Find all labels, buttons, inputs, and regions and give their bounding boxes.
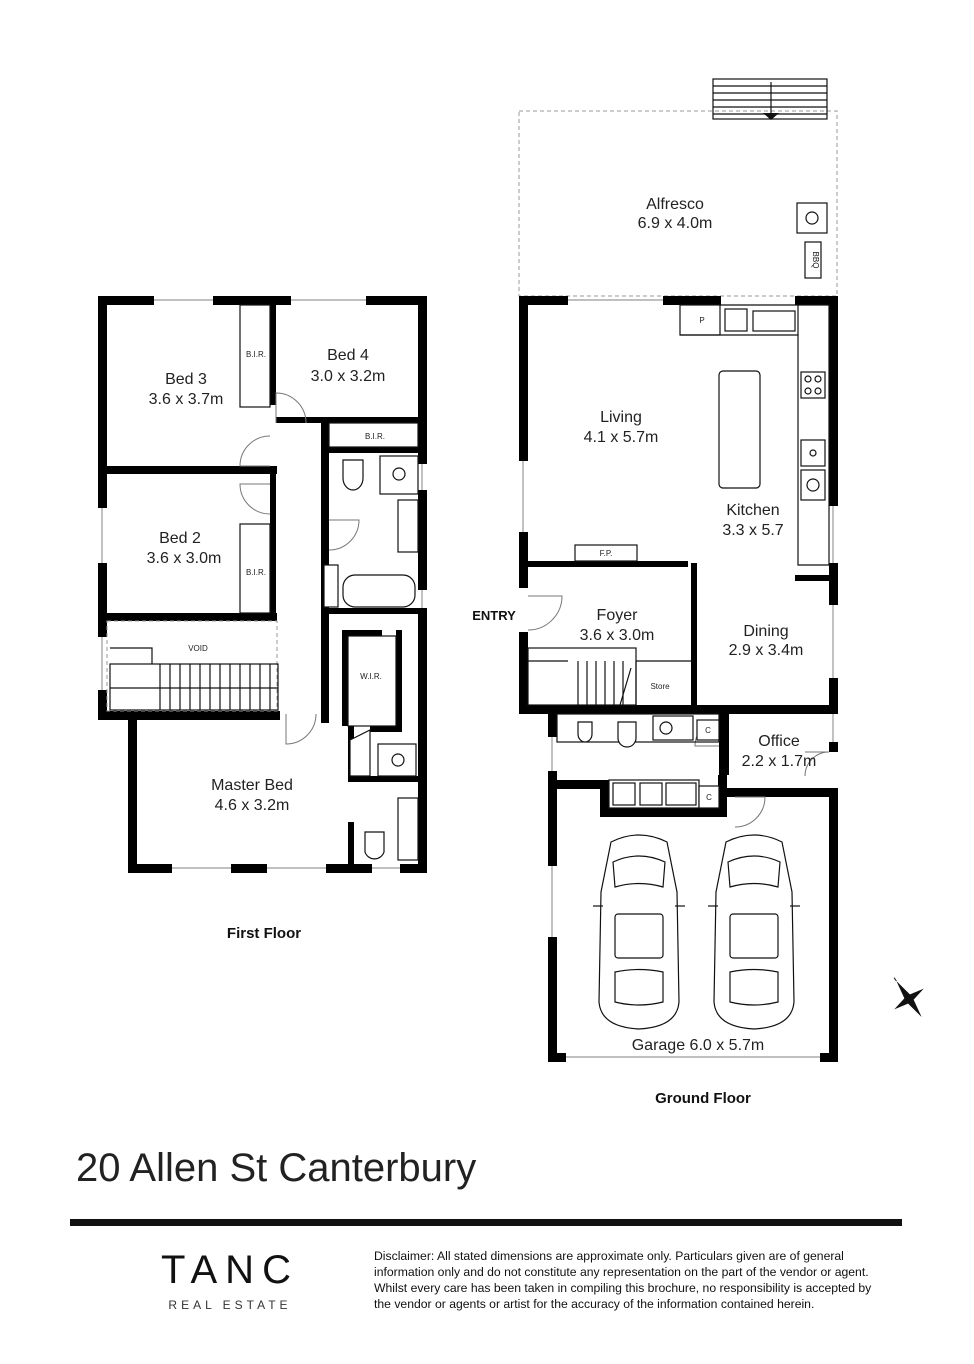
kitchen-name: Kitchen bbox=[726, 502, 779, 519]
master-bed-name: Master Bed bbox=[211, 777, 293, 794]
property-address: 20 Allen St Canterbury bbox=[76, 1146, 477, 1190]
pantry-label: P bbox=[699, 316, 704, 325]
disclaimer-text: Disclaimer: All stated dimensions are ap… bbox=[374, 1249, 872, 1311]
first-floor-title: First Floor bbox=[227, 925, 301, 942]
logo-tagline: REAL ESTATE bbox=[168, 1298, 292, 1312]
wir-label: W.I.R. bbox=[360, 672, 382, 681]
office-name: Office bbox=[758, 733, 800, 750]
fireplace-label: F.P. bbox=[600, 549, 613, 558]
bed3-name: Bed 3 bbox=[165, 371, 207, 388]
bed2-name: Bed 2 bbox=[159, 530, 201, 547]
living-size: 4.1 x 5.7m bbox=[584, 429, 659, 446]
kitchen-size: 3.3 x 5.7 bbox=[722, 522, 783, 539]
garage-cars bbox=[593, 834, 800, 1030]
bed4-name: Bed 4 bbox=[327, 347, 369, 364]
bir-label-bed2: B.I.R. bbox=[246, 568, 266, 577]
ground-floor-title: Ground Floor bbox=[655, 1090, 751, 1107]
garage-label: Garage 6.0 x 5.7m bbox=[632, 1037, 765, 1054]
alfresco-name: Alfresco bbox=[646, 196, 704, 213]
bed2-size: 3.6 x 3.0m bbox=[147, 550, 222, 567]
floor-plan-drawing: Bed 3 3.6 x 3.7m Bed 4 3.0 x 3.2m Bed 2 … bbox=[98, 78, 924, 1107]
bed3-size: 3.6 x 3.7m bbox=[149, 391, 224, 408]
logo-wordmark: TANC bbox=[161, 1248, 299, 1292]
cupboard-label-1: C bbox=[705, 726, 711, 735]
dining-name: Dining bbox=[743, 623, 788, 640]
bed4-size: 3.0 x 3.2m bbox=[311, 368, 386, 385]
bbq-label: BBQ bbox=[811, 252, 820, 269]
agency-logo: TANC REAL ESTATE bbox=[150, 1248, 310, 1312]
bir-label-bed3: B.I.R. bbox=[246, 350, 266, 359]
void-label: VOID bbox=[188, 644, 208, 653]
divider bbox=[70, 1219, 902, 1226]
living-name: Living bbox=[600, 409, 642, 426]
compass-icon bbox=[893, 977, 924, 1018]
foyer-name: Foyer bbox=[597, 607, 639, 624]
store-label: Store bbox=[650, 682, 670, 691]
entry-label: ENTRY bbox=[472, 608, 516, 623]
cupboard-label-2: C bbox=[706, 793, 712, 802]
car-right bbox=[708, 834, 800, 1030]
foyer-size: 3.6 x 3.0m bbox=[580, 627, 655, 644]
car-left bbox=[593, 834, 685, 1030]
bir-label-bed4: B.I.R. bbox=[365, 432, 385, 441]
ground-floor-plan: BBQ bbox=[518, 78, 838, 1062]
master-bed-size: 4.6 x 3.2m bbox=[215, 797, 290, 814]
first-floor-plan bbox=[98, 296, 427, 873]
office-size: 2.2 x 1.7m bbox=[742, 753, 817, 770]
alfresco-size: 6.9 x 4.0m bbox=[638, 215, 713, 232]
dining-size: 2.9 x 3.4m bbox=[729, 642, 804, 659]
